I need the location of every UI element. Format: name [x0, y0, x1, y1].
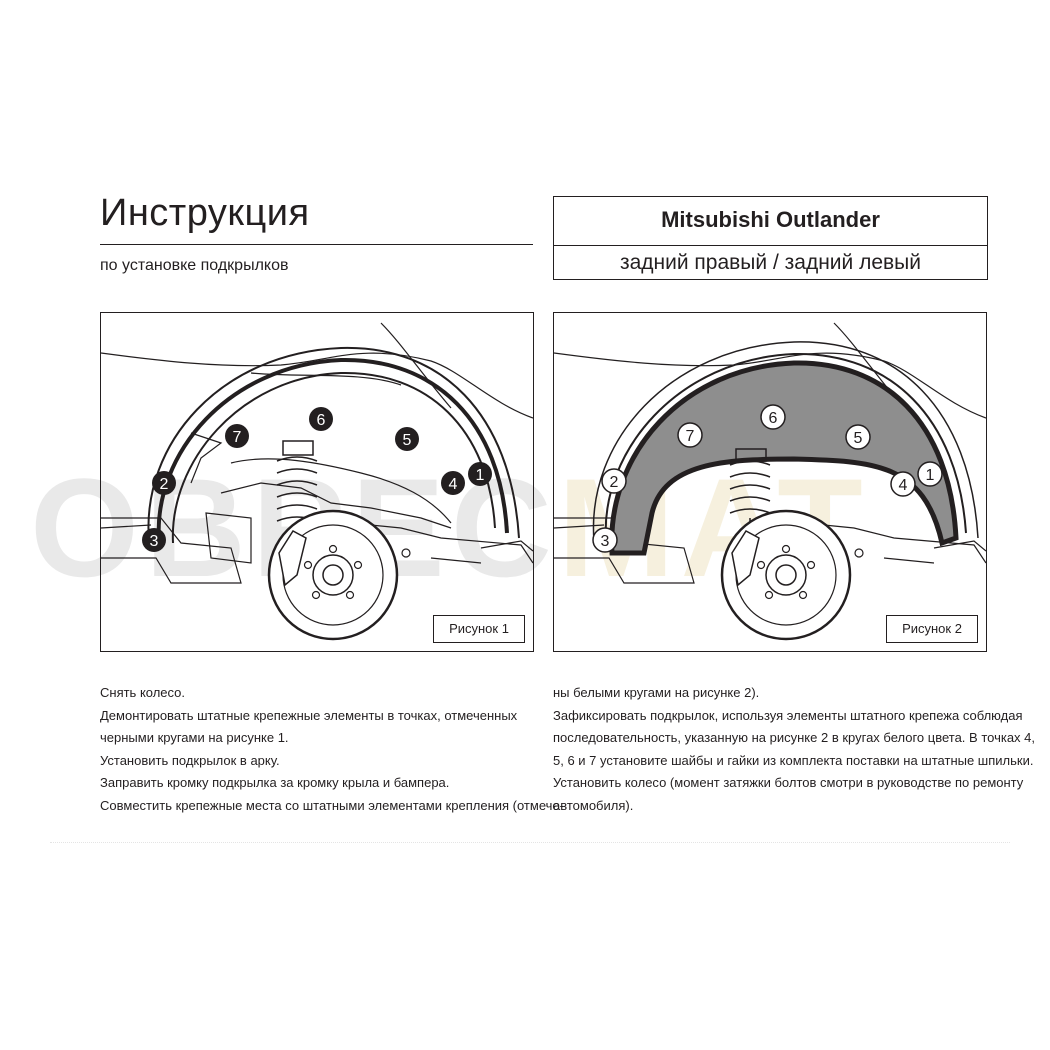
marker-2: 2 [601, 468, 627, 494]
marker-6: 6 [760, 404, 786, 430]
wheel-hub [720, 509, 852, 641]
marker-4-label: 4 [449, 476, 458, 493]
marker-5-label: 5 [854, 430, 863, 447]
marker-7: 7 [225, 424, 249, 448]
marker-5-label: 5 [403, 432, 412, 449]
marker-3-label: 3 [601, 533, 610, 550]
wheel-arch [147, 346, 520, 544]
instruction-line: Установить колесо (момент затяжки болтов… [553, 775, 1024, 790]
marker-4: 4 [441, 471, 465, 495]
marker-1-label: 1 [476, 467, 485, 484]
marker-1: 1 [917, 461, 943, 487]
instruction-line: последовательность, указанную на рисунке… [553, 730, 1035, 745]
instruction-line: ны белыми кругами на рисунке 2). [553, 685, 760, 700]
marker-5: 5 [845, 424, 871, 450]
model-box: Mitsubishi Outlander задний правый / зад… [553, 196, 988, 280]
marker-4-label: 4 [899, 477, 908, 494]
marker-6: 6 [309, 407, 333, 431]
instructions-left: Снять колесо. Демонтировать штатные креп… [100, 682, 564, 817]
fastener-markers: 1 2 3 4 5 6 7 [592, 404, 943, 553]
marker-4: 4 [890, 471, 916, 497]
marker-2-label: 2 [610, 474, 619, 491]
instruction-line: 5, 6 и 7 установите шайбы и гайки из ком… [553, 752, 1034, 768]
instructions-right: ны белыми кругами на рисунке 2). Зафикси… [553, 682, 1035, 817]
title-divider [100, 244, 533, 245]
figure-1-caption: Рисунок 1 [433, 615, 525, 643]
instruction-line: черными кругами на рисунке 1. [100, 730, 289, 745]
instruction-line: Совместить крепежные места со штатными э… [100, 797, 564, 813]
figure-2-drawing: 1 2 3 4 5 6 7 [554, 322, 986, 641]
marker-5: 5 [395, 427, 419, 451]
car-body-lines [101, 322, 533, 584]
model-side: задний правый / задний левый [619, 251, 922, 274]
figure-1-drawing: 1 2 3 4 5 6 7 [101, 322, 533, 641]
marker-2-label: 2 [160, 476, 169, 493]
marker-3: 3 [592, 527, 618, 553]
instruction-line: Зафиксировать подкрылок, используя элеме… [553, 707, 1023, 723]
marker-7: 7 [677, 422, 703, 448]
fastener-markers: 1 2 3 4 5 6 7 [142, 407, 492, 552]
model-divider [554, 245, 987, 246]
marker-6-label: 6 [317, 412, 326, 429]
marker-1-label: 1 [926, 467, 935, 484]
figure-2: 1 2 3 4 5 6 7 Рисунок 2 [553, 312, 987, 652]
wheel-hub [267, 509, 399, 641]
instruction-line: автомобиля). [553, 797, 634, 813]
instruction-line: Снять колесо. [100, 685, 186, 700]
instruction-line: Установить подкрылок в арку. [100, 752, 280, 768]
marker-1: 1 [468, 462, 492, 486]
marker-7-label: 7 [233, 429, 242, 446]
page-title: Инструкция [100, 192, 310, 234]
model-name: Mitsubishi Outlander [661, 207, 880, 232]
marker-3: 3 [142, 528, 166, 552]
instruction-line: Заправить кромку подкрылка за кромку кры… [100, 775, 450, 790]
wheel-liner [609, 360, 959, 556]
marker-2: 2 [152, 471, 176, 495]
figure-1: 1 2 3 4 5 6 7 Рисунок 1 [100, 312, 534, 652]
instruction-line: Демонтировать штатные крепежные элементы… [100, 707, 518, 723]
bottom-divider [50, 842, 1010, 843]
page-subtitle: по установке подкрылков [100, 257, 289, 274]
marker-6-label: 6 [769, 410, 778, 427]
figure-2-caption: Рисунок 2 [886, 615, 978, 643]
marker-7-label: 7 [686, 428, 695, 445]
marker-3-label: 3 [150, 533, 159, 550]
wheel-arch [592, 341, 979, 542]
